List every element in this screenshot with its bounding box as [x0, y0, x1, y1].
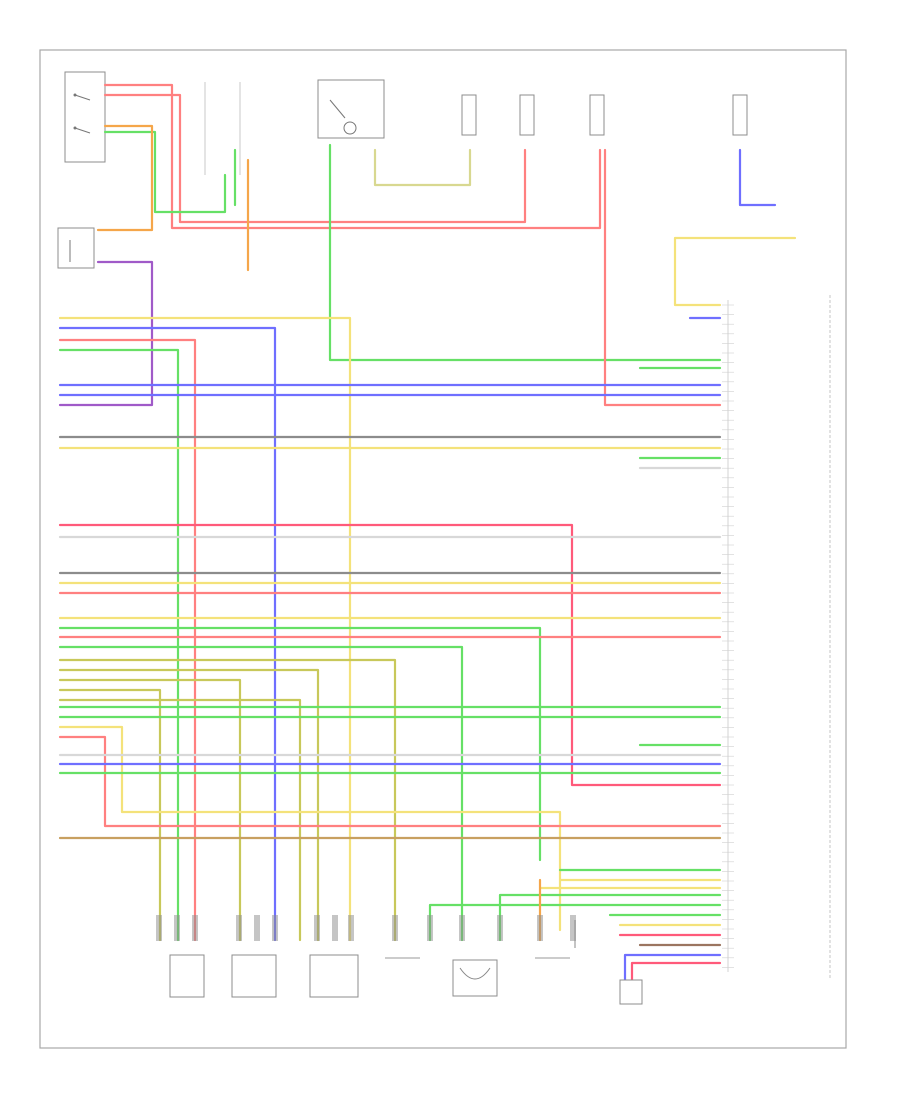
bus-wiring [58, 316, 722, 942]
ecm-pin-ticks [722, 304, 734, 968]
fuse-b [519, 94, 535, 136]
stop-lamp-switch [64, 71, 106, 163]
fuse-a [461, 94, 477, 136]
crankshaft-sensor [169, 954, 205, 998]
fuse-c [589, 94, 605, 136]
pressure-sensor [619, 979, 643, 1005]
fuse-d [732, 94, 748, 136]
sensor-connector-pins [156, 915, 576, 941]
camshaft-sensor-2 [309, 954, 359, 998]
diagram-border [39, 49, 847, 1049]
oil-control-valve [452, 959, 498, 997]
top-wiring [58, 83, 797, 407]
resistor [57, 227, 95, 269]
starter-relay [204, 82, 241, 175]
ignition-relay [317, 79, 385, 139]
camshaft-sensor-1 [231, 954, 277, 998]
